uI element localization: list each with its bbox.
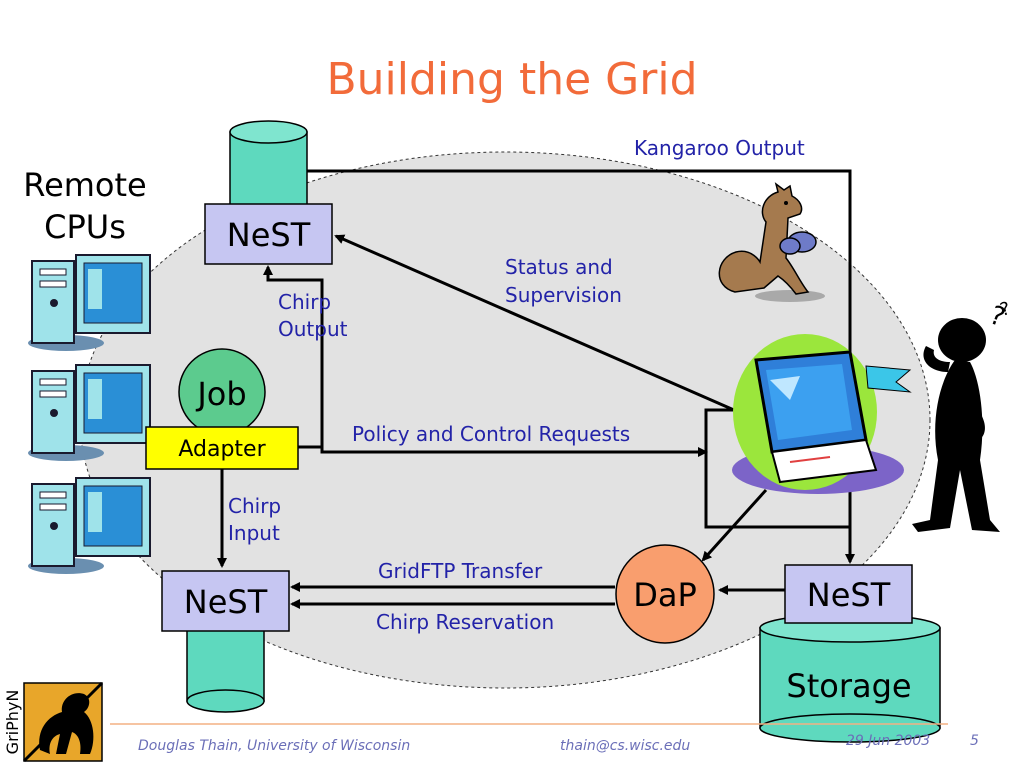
server-computer-icon [28,364,151,461]
slide-title: Building the Grid [326,54,697,105]
chirp-input-label-line2: Input [228,521,280,545]
chirp-output-label-line2: Output [278,317,348,341]
griphyn-logo-text: GriPhyN [3,690,22,755]
policy-control-label: Policy and Control Requests [352,422,630,446]
grid-region-ellipse [79,151,931,689]
server-computer-icon [28,477,151,574]
nest-bottom-box [161,570,290,632]
dap-circle [615,544,715,644]
adapter-box [145,426,299,470]
nest-right-box [784,564,913,624]
nest-right-label: NeST [807,576,891,614]
chirp-output-label-line1: Chirp [278,290,331,314]
gridftp-transfer-label: GridFTP Transfer [378,559,543,583]
top-storage-cylinder [229,120,308,213]
server-computer-icon [28,254,151,351]
storage-cylinder [759,613,941,743]
dap-label: DaP [633,576,697,614]
policy-control-arrow [298,445,708,457]
griphyn-logo-icon [22,681,104,763]
kangaroo-output-label: Kangaroo Output [634,136,805,160]
monitor-computer-icon [732,334,912,494]
footer-date: 29 Jun 2003 [846,733,930,749]
chirp-reservation-label: Chirp Reservation [376,610,554,634]
monitor-bracket-line [704,408,850,529]
status-supervision-label-line1: Status and [505,255,613,279]
monitor-to-dap-arrow [701,488,768,562]
kangaroo-icon [718,182,825,302]
storage-label: Storage [786,667,911,705]
footer-email: thain@cs.wisc.edu [560,738,690,754]
footer-author: Douglas Thain, University of Wisconsin [138,738,410,754]
status-supervision-arrow [334,234,735,412]
adapter-label: Adapter [178,437,266,462]
nest-top-box [204,203,333,265]
chirp-input-label-line1: Chirp [228,494,281,518]
status-supervision-label-line2: Supervision [505,283,622,307]
bottom-storage-cylinder [186,625,265,713]
nest-top-label: NeST [227,216,311,254]
nest-bottom-label: NeST [184,583,268,621]
footer-page-number: 5 [970,733,979,749]
remote-cpus-label-line1: Remote [23,166,146,204]
job-label: Job [195,375,246,413]
remote-cpus-label-line2: CPUs [44,208,126,246]
